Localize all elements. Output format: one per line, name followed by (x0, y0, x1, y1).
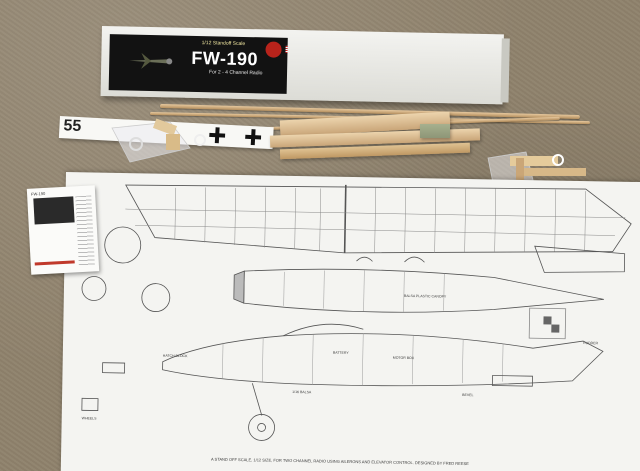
plan-label: BATTERY (332, 350, 349, 355)
cross-marking-icon (209, 127, 226, 144)
box-end-cap (500, 38, 510, 103)
instruction-leaflet: FW-190 (26, 185, 100, 275)
plan-label: BEVEL (462, 392, 474, 398)
leaflet-logo-stripe (34, 260, 75, 266)
leaflet-text-block (75, 195, 95, 267)
decal-sheet: 55 (58, 116, 274, 150)
leaflet-photo (33, 196, 75, 225)
plywood-piece (420, 124, 450, 138)
box-title: FW-190 (191, 47, 259, 70)
box-subtitle: 1/12 Standoff Scale (201, 40, 246, 48)
plan-label: 1/16 BALSA (292, 389, 312, 395)
us-flag-icon (285, 45, 288, 54)
plan-label: RUDDER (583, 341, 599, 346)
plan-label: WHEELS (81, 416, 97, 421)
plan-label: HATCH BLOCK (162, 353, 188, 359)
box-tagline: For 2 - 4 Channel Radio (208, 69, 263, 77)
plan-drawing (81, 184, 632, 441)
box-seal-icon (265, 41, 282, 58)
plane-photo-icon (129, 52, 173, 69)
leaflet-title: FW-190 (30, 190, 46, 197)
plan-sheet: HATCH BLOCK BATTERY MOTOR BOX RUDDER BAL… (60, 172, 640, 471)
box-art-panel: 1/12 Standoff Scale FW-190 For 2 - 4 Cha… (108, 34, 288, 94)
cross-marking-icon (245, 129, 262, 146)
kit-box: 1/12 Standoff Scale FW-190 For 2 - 4 Cha… (100, 26, 510, 105)
plan-label: MOTOR BOX (392, 355, 415, 361)
hardware-bag (111, 118, 206, 163)
plan-label: BALSA PLASTIC CANOPY (403, 293, 447, 299)
decal-number: 55 (63, 117, 82, 136)
